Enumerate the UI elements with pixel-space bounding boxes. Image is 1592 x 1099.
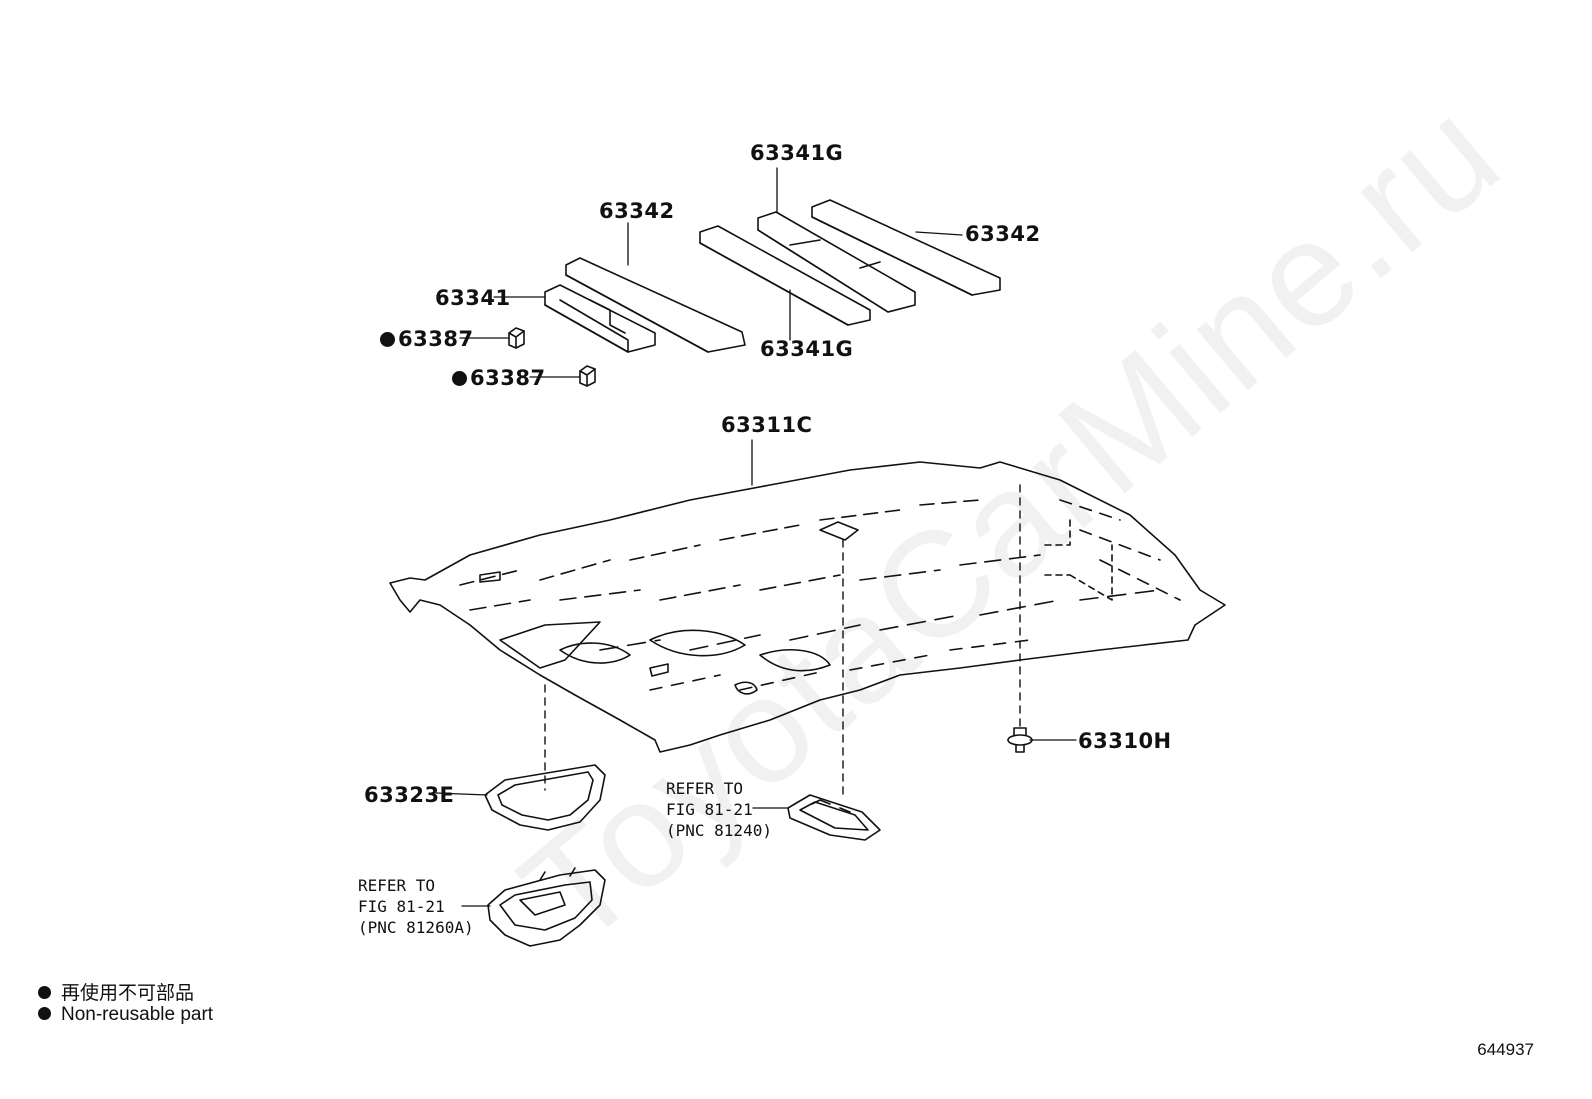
headliner-63311C [389, 461, 1226, 753]
label-63341G-bottom: 63341G [760, 337, 854, 361]
legend-en: Non-reusable part [38, 1004, 213, 1026]
non-reusable-dot-icon [380, 332, 395, 347]
ref-note-81240: REFER TO FIG 81-21 (PNC 81240) [666, 778, 772, 841]
legend-jp-text: 再使用不可部品 [61, 983, 195, 1004]
pad-63341G-left [699, 225, 871, 326]
lamp-81240 [787, 794, 881, 841]
foam-63341 [544, 284, 656, 353]
label-63342-left: 63342 [599, 199, 675, 223]
ref-81260A-line2: FIG 81-21 [358, 897, 445, 916]
clip-63387-b [579, 365, 596, 387]
install-lines [544, 484, 1021, 796]
label-63342-right: 63342 [965, 222, 1041, 246]
label-63341: 63341 [435, 286, 511, 310]
leader-lines [435, 167, 1077, 907]
legend-en-text: Non-reusable part [61, 1004, 214, 1025]
clip-63310H [1007, 727, 1033, 753]
non-reusable-dot-icon [452, 371, 467, 386]
ref-81260A-line1: REFER TO [358, 876, 436, 895]
console-81260A [487, 867, 606, 947]
label-63387-a: 63387 [380, 327, 474, 351]
pad-63342-right [811, 199, 1001, 296]
ref-81240-line2: FIG 81-21 [666, 800, 753, 819]
ref-81240-line1: REFER TO [666, 779, 744, 798]
legend-dot-icon [38, 1007, 51, 1020]
figure-number: 644937 [1477, 1040, 1534, 1059]
clip-63387-a [508, 327, 525, 349]
label-63387-b: 63387 [452, 366, 546, 390]
ref-81240-line3: (PNC 81240) [666, 821, 772, 840]
label-63387-b-text: 63387 [470, 366, 546, 390]
bezel-63323E [484, 764, 606, 831]
label-63323E: 63323E [364, 783, 455, 807]
label-63387-a-text: 63387 [398, 327, 474, 351]
legend-dot-icon [38, 986, 51, 999]
label-63311C: 63311C [721, 413, 813, 437]
label-63310H: 63310H [1078, 729, 1172, 753]
ref-81260A-line3: (PNC 81260A) [358, 918, 474, 937]
label-63341G-top: 63341G [750, 141, 844, 165]
ref-note-81260A: REFER TO FIG 81-21 (PNC 81260A) [358, 875, 474, 938]
pad-63341G-right [757, 211, 916, 313]
pad-63342-left [565, 257, 746, 353]
legend-jp: 再使用不可部品 [38, 978, 194, 1005]
